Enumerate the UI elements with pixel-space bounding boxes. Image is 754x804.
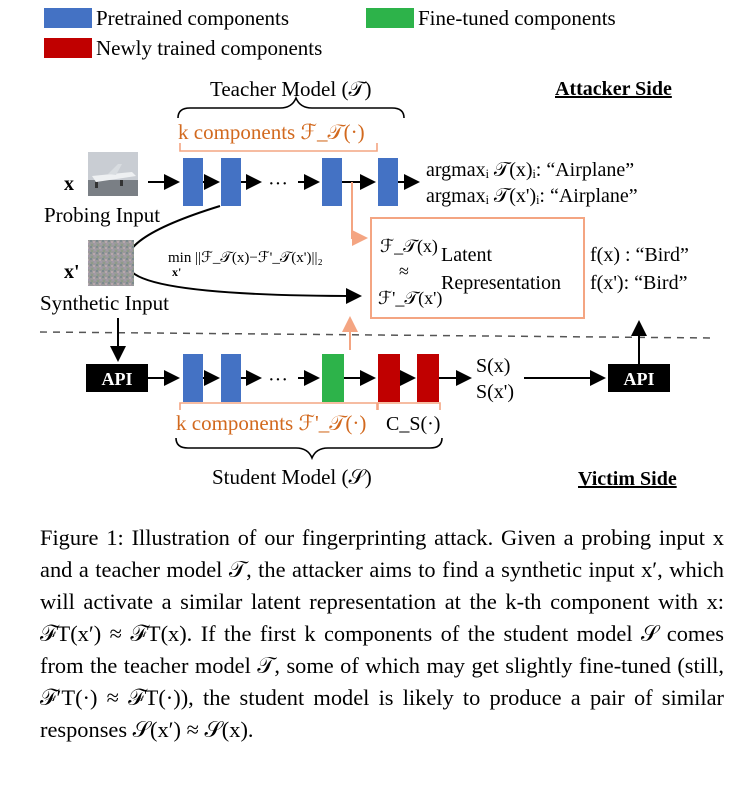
teacher-model-title: Teacher Model (𝒯) [210, 77, 372, 101]
student-cs-bracket [377, 402, 441, 410]
synthetic-input-label: Synthetic Input [40, 291, 169, 315]
student-block-new-1 [378, 354, 400, 402]
legend-label-newly: Newly trained components [96, 36, 322, 60]
probing-input-label: Probing Input [44, 203, 160, 227]
legend: Pretrained components Fine-tuned compone… [44, 6, 616, 60]
student-block-finetuned [322, 354, 344, 402]
teacher-k-components-label: k components ℱ_𝒯(·) [178, 120, 365, 144]
airplane-image [88, 152, 138, 196]
teacher-brace [177, 95, 405, 119]
latent-bottom-formula: ℱ'_𝒯(x') [378, 288, 442, 309]
teacher-block-2 [221, 158, 241, 206]
api-left-box [86, 364, 148, 392]
student-block-1 [183, 354, 203, 402]
teacher-k-bracket [179, 143, 378, 152]
legend-swatch-pretrained [44, 8, 92, 28]
student-k-bracket [179, 402, 378, 410]
student-block-2 [221, 354, 241, 402]
synthetic-input-symbol: x' [64, 261, 80, 283]
latent-representation-box [370, 217, 585, 319]
teacher-block-3 [322, 158, 342, 206]
optimization-subscript: x' [172, 265, 181, 279]
student-ellipsis: ··· [268, 369, 288, 391]
victim-output-1: f(x) : “Bird” [590, 244, 689, 266]
optimization-formula: min ||ℱ_𝒯(x)−ℱ'_𝒯(x')||₂ [168, 250, 323, 266]
teacher-output-1: argmaxᵢ 𝒯(x)ᵢ: “Airplane” [426, 159, 634, 181]
legend-swatch-finetuned [366, 8, 414, 28]
diagram-canvas: Pretrained components Fine-tuned compone… [39, 6, 713, 490]
side-separator [39, 331, 713, 339]
teacher-block-4 [378, 158, 398, 206]
student-output-1: S(x) [476, 355, 510, 377]
student-block-new-2 [417, 354, 439, 402]
victim-side-label: Victim Side [578, 468, 677, 490]
teacher-block-1 [183, 158, 203, 206]
student-classifier-label: C_S(·) [386, 413, 440, 435]
latent-approx: ≈ [399, 261, 409, 281]
teacher-ellipsis: ··· [268, 173, 288, 195]
teacher-output-2: argmaxᵢ 𝒯(x')ᵢ: “Airplane” [426, 185, 638, 207]
student-k-components-label: k components ℱ'_𝒯(·) [176, 411, 366, 435]
legend-label-pretrained: Pretrained components [96, 6, 289, 30]
teacher-to-latent-connector [351, 182, 368, 246]
legend-swatch-newly [44, 38, 92, 58]
student-brace [175, 437, 443, 461]
caption-text: Figure 1: Illustration of our fingerprin… [40, 525, 724, 742]
latent-label-line1: Latent [441, 244, 493, 266]
victim-output-2: f(x'): “Bird” [590, 272, 687, 294]
api-right-label: API [624, 369, 655, 389]
legend-label-finetuned: Fine-tuned components [418, 6, 616, 30]
latent-label-line2: Representation [441, 272, 561, 294]
probing-input-symbol: x [64, 173, 74, 195]
figure-caption: Figure 1: Illustration of our fingerprin… [40, 522, 724, 746]
synthetic-noise-image [88, 240, 134, 286]
student-output-2: S(x') [476, 381, 514, 403]
api-left-label: API [102, 369, 133, 389]
attacker-side-label: Attacker Side [555, 78, 672, 100]
api-right-box [608, 364, 670, 392]
student-model-title: Student Model (𝒮) [212, 465, 372, 489]
latent-top-formula: ℱ_𝒯(x) [380, 236, 438, 257]
